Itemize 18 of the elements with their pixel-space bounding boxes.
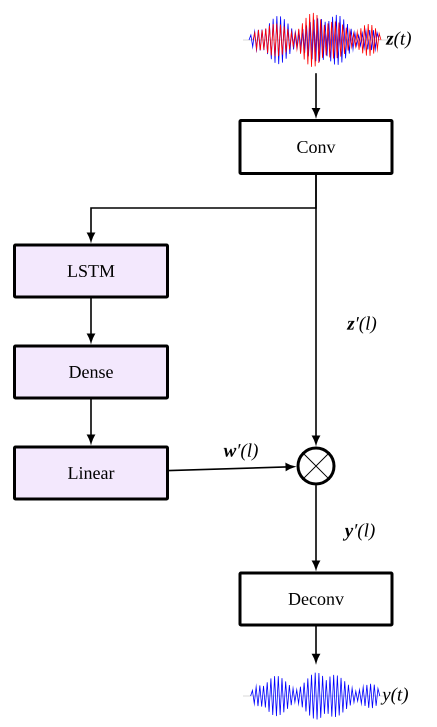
arrow — [312, 486, 320, 570]
layer-box: Linear — [13, 446, 169, 500]
arrow — [87, 400, 95, 444]
signal-label: y(t) — [380, 687, 408, 705]
edge-label: w′(l) — [222, 442, 260, 462]
arrow — [312, 175, 320, 444]
edge-label: y′(l) — [342, 522, 376, 542]
layer-box: Deconv — [238, 572, 394, 626]
arrow — [312, 73, 320, 117]
multiplier-symbol — [296, 446, 336, 486]
layer-box: LSTM — [13, 244, 169, 298]
edge-label: z′(l) — [346, 315, 378, 335]
arrow — [312, 626, 320, 663]
signal-label: z(t) — [386, 31, 411, 49]
arrow — [168, 463, 294, 472]
layer-box: Conv — [238, 119, 394, 175]
layer-box: Dense — [13, 344, 169, 400]
arrow — [87, 298, 95, 342]
